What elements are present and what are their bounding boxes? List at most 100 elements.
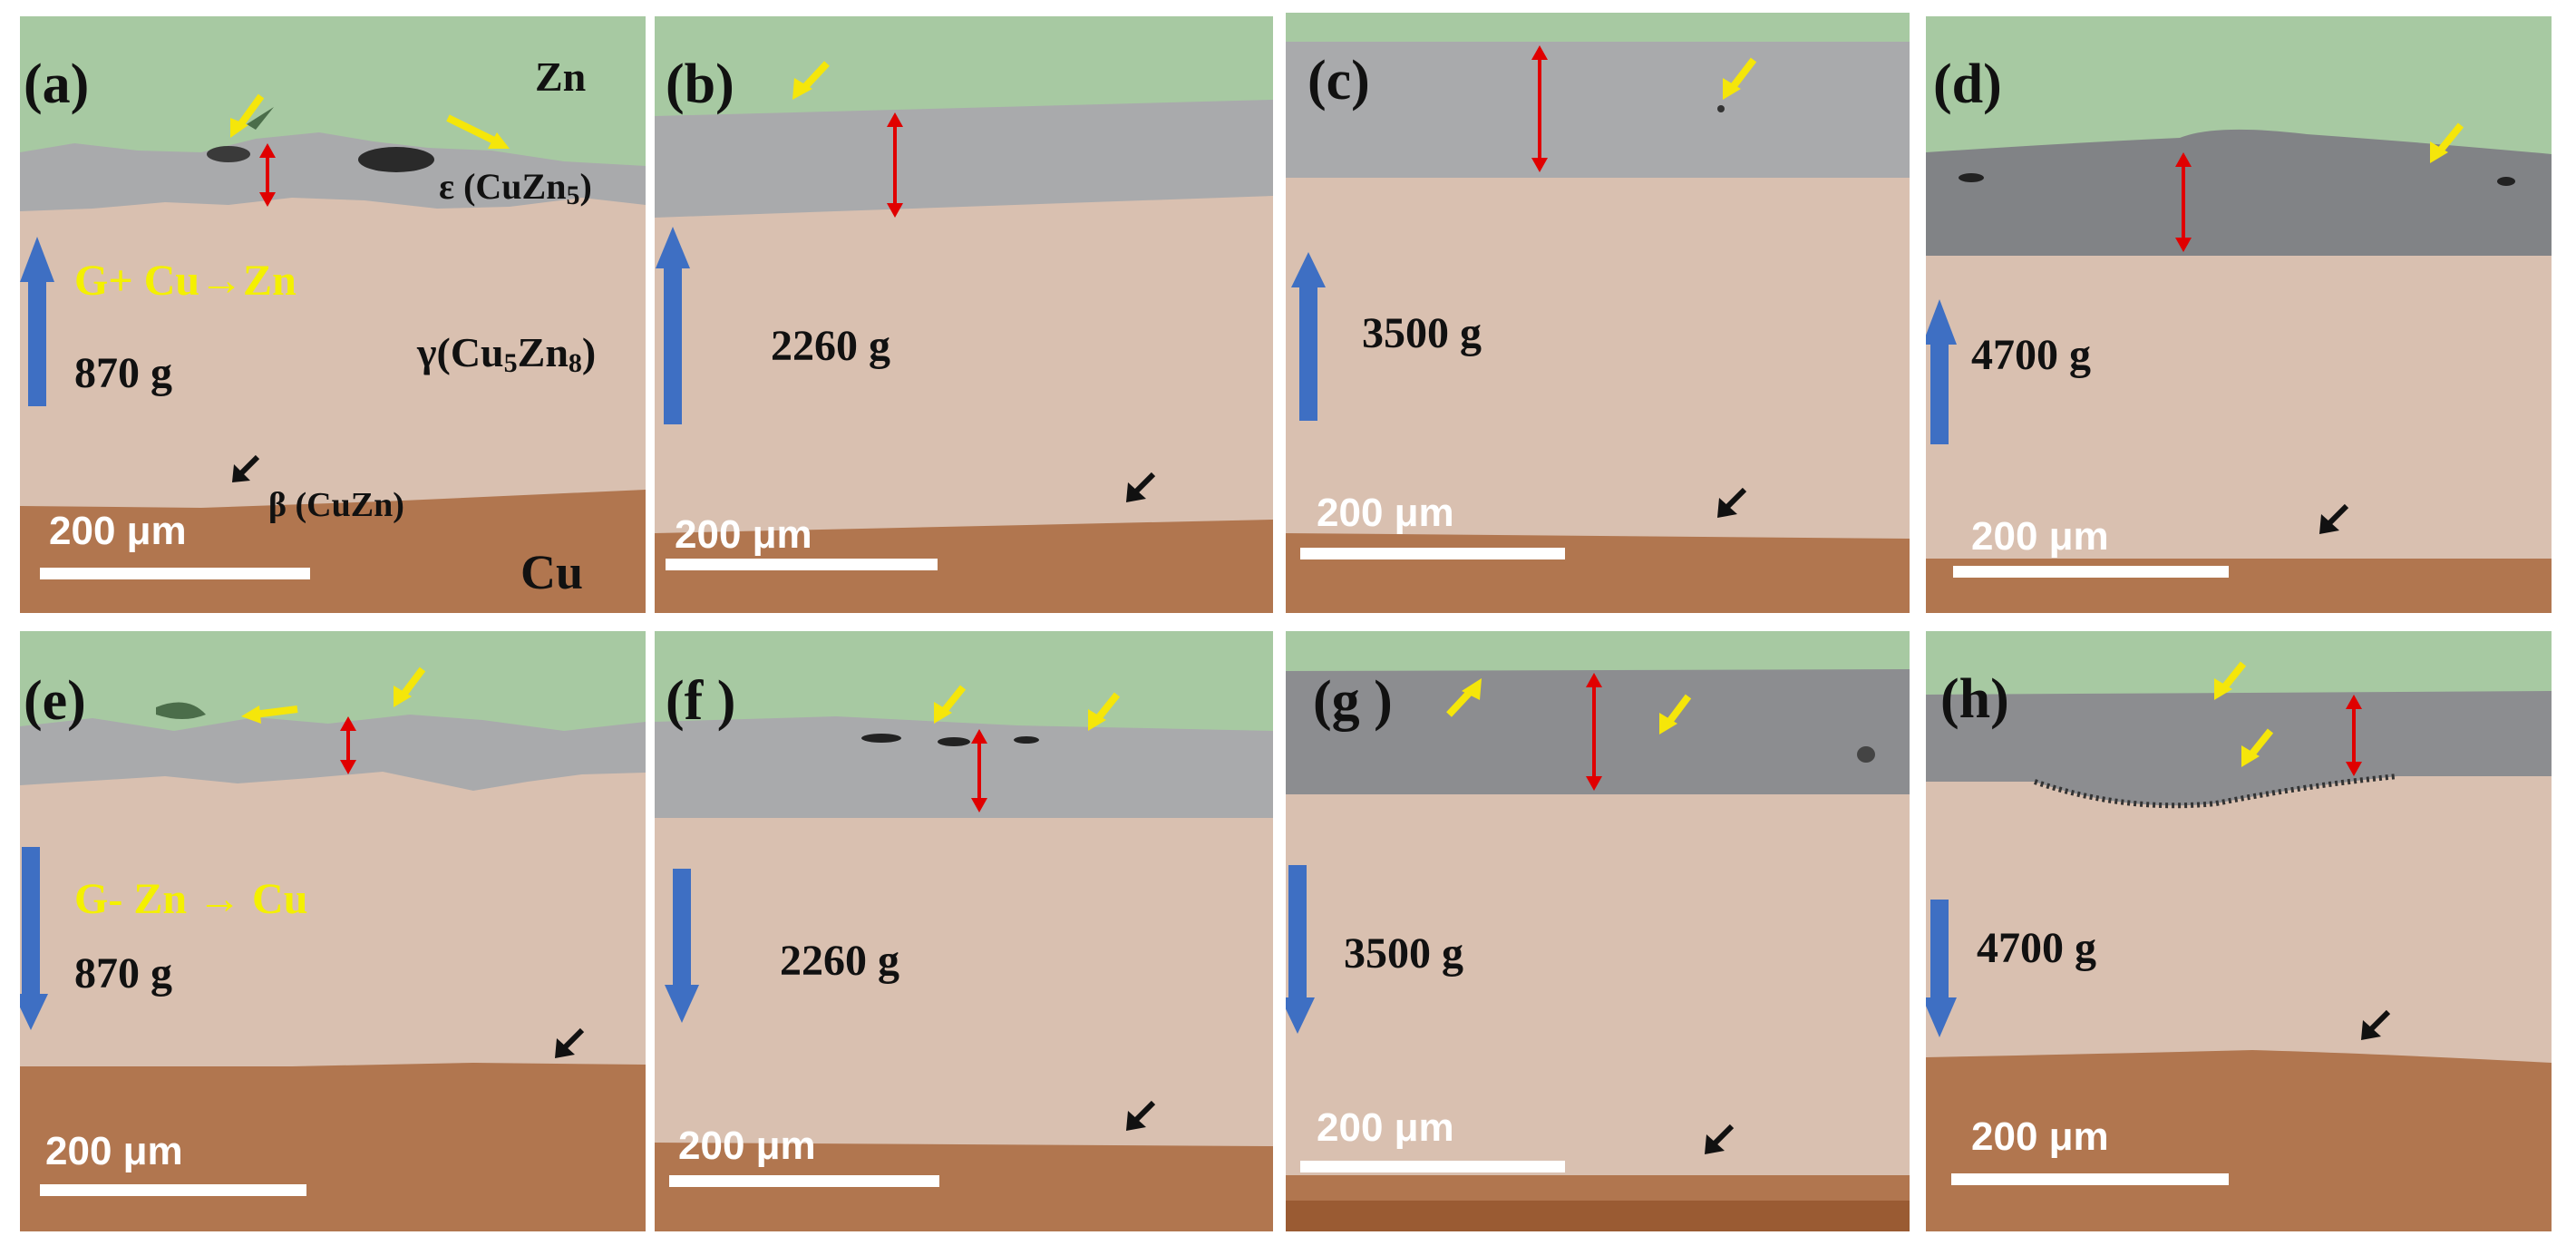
panel-a-micrograph <box>20 16 646 613</box>
phase-label-zn: Zn <box>535 54 587 100</box>
red-double-arrow <box>2346 695 2362 776</box>
panel-d-micrograph <box>1926 16 2552 613</box>
scale-bar <box>666 559 938 570</box>
blue-arrow <box>20 847 48 1030</box>
cu-texture <box>1286 1201 1910 1231</box>
yellow-arrow <box>230 93 265 138</box>
gamma-layer <box>655 196 1273 613</box>
panel-label: (c) <box>1307 50 1370 112</box>
yellow-arrow <box>792 61 830 100</box>
panel-a: (a) Zn ε (CuZn5) G+ Cu→Zn 870 g γ(Cu5Zn8… <box>20 16 646 613</box>
panel-e-micrograph <box>20 631 646 1231</box>
panel-b-micrograph <box>655 16 1273 613</box>
yellow-arrow <box>1659 694 1692 735</box>
void <box>358 147 434 172</box>
scale-bar <box>1300 1161 1565 1172</box>
scale-bar-label: 200 μm <box>49 509 187 553</box>
cu-substrate <box>655 520 1273 613</box>
black-arrow <box>555 1027 585 1058</box>
red-double-arrow <box>1586 673 1602 791</box>
panel-h-micrograph <box>1926 631 2552 1231</box>
yellow-arrow <box>1446 678 1482 717</box>
scale-bar-label: 200 μm <box>1971 1114 2109 1159</box>
panel-g-micrograph <box>1286 631 1910 1231</box>
void <box>1717 105 1725 112</box>
blue-arrow <box>1291 252 1326 421</box>
panel-b: (b) 2260 g 200 μm <box>655 16 1273 613</box>
black-arrow <box>232 454 260 482</box>
phase-label-epsilon: ε (CuZn5) <box>439 166 592 210</box>
panel-label: (b) <box>666 54 734 115</box>
phase-label-beta: β (CuZn) <box>268 486 404 524</box>
red-double-arrow <box>1531 45 1548 172</box>
gamma-layer <box>1286 794 1910 1231</box>
black-arrow <box>1705 1124 1735 1154</box>
blue-arrow <box>1926 900 1957 1037</box>
void <box>1014 736 1039 744</box>
load-label: 3500 g <box>1344 929 1463 978</box>
panel-label: (g ) <box>1313 670 1393 732</box>
gamma-layer <box>1926 256 2552 613</box>
black-arrow <box>1126 1100 1156 1131</box>
scale-bar-label: 200 μm <box>675 512 812 557</box>
panel-h: (h) 4700 g 200 μm <box>1926 631 2552 1231</box>
load-label: 4700 g <box>1971 331 2091 379</box>
panel-label: (f ) <box>666 670 736 732</box>
yellow-arrow <box>446 114 510 149</box>
blue-arrow <box>665 869 699 1023</box>
black-arrow <box>2361 1009 2391 1040</box>
red-double-arrow <box>2175 152 2192 252</box>
panel-label: (h) <box>1940 668 2009 730</box>
scale-bar-label: 200 μm <box>678 1124 816 1168</box>
red-double-arrow <box>887 112 903 218</box>
blue-arrow <box>1286 865 1315 1034</box>
surface-feature <box>247 107 274 130</box>
void <box>938 737 970 746</box>
void <box>861 734 901 743</box>
panel-c-micrograph <box>1286 13 1910 613</box>
scale-bar <box>1953 566 2229 578</box>
panel-label: (e) <box>24 670 86 732</box>
cu-substrate <box>1926 1050 2552 1231</box>
blue-arrow <box>20 237 54 406</box>
scale-bar <box>40 568 310 579</box>
load-label: 870 g <box>74 949 172 997</box>
yellow-arrow <box>1723 57 1757 100</box>
yellow-arrow <box>241 705 298 724</box>
void <box>1857 746 1875 763</box>
scale-bar-label: 200 μm <box>1317 1105 1454 1150</box>
yellow-arrow <box>394 666 426 707</box>
yellow-arrow <box>2430 122 2464 163</box>
cu-substrate <box>655 1143 1273 1231</box>
cu-substrate <box>1286 533 1910 613</box>
red-double-arrow <box>971 729 987 812</box>
void-band <box>2034 773 2398 809</box>
scale-bar-label: 200 μm <box>1971 514 2109 559</box>
gravity-label: G+ Cu→Zn <box>74 257 296 305</box>
panel-g: (g ) 3500 g 200 μm <box>1286 631 1910 1231</box>
yellow-arrow <box>2241 728 2274 767</box>
void <box>1959 173 1984 182</box>
black-arrow <box>1126 472 1156 502</box>
load-label: 2260 g <box>780 937 899 985</box>
load-label: 2260 g <box>771 322 890 370</box>
yellow-arrow <box>1088 692 1121 731</box>
void <box>2497 177 2515 186</box>
black-arrow <box>2319 503 2349 534</box>
scale-bar <box>1300 548 1565 559</box>
blue-arrow <box>1926 299 1957 444</box>
scale-bar-label: 200 μm <box>1317 491 1454 535</box>
phase-label-cu: Cu <box>520 545 584 599</box>
load-label: 4700 g <box>1977 924 2096 972</box>
scale-bar <box>669 1175 939 1187</box>
phase-label-gamma: γ(Cu5Zn8) <box>417 329 597 378</box>
panel-label: (d) <box>1933 54 2002 115</box>
yellow-arrow <box>934 685 967 724</box>
cu-substrate <box>20 490 646 613</box>
panel-f-micrograph <box>655 631 1273 1231</box>
panel-label: (a) <box>24 54 90 115</box>
panel-f: (f ) 2260 g 200 μm <box>655 631 1273 1231</box>
panel-c: (c) 3500 g 200 μm <box>1286 13 1910 613</box>
scale-bar-label: 200 μm <box>45 1129 183 1173</box>
panel-e: (e) G- Zn → Cu 870 g 200 μm <box>20 631 646 1231</box>
